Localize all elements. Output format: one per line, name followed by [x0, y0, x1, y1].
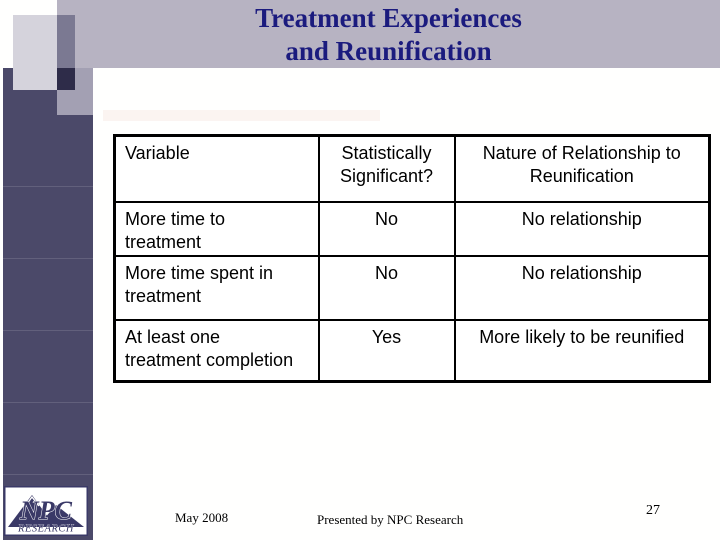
logo-box — [4, 486, 88, 536]
footer-date: May 2008 — [175, 510, 229, 525]
mountain-icon — [8, 495, 55, 527]
cell-significant: Yes — [317, 318, 456, 383]
mountain-icon — [37, 505, 84, 527]
bar-divider — [3, 474, 93, 475]
logo-research-text: RESEARCH — [17, 524, 75, 535]
slide-title-line1: Treatment Experiences — [255, 3, 522, 33]
npc-research-logo: NPC RESEARCH — [4, 486, 88, 536]
deco-square-dark — [57, 68, 75, 90]
title-banner — [57, 0, 720, 68]
cell-nature: No relationship — [453, 200, 711, 257]
cell-variable: At least one treatment completion — [113, 318, 320, 383]
cell-variable: More time to treatment — [113, 200, 320, 257]
slide-title-line2: and Reunification — [285, 36, 492, 66]
table-row: At least one treatment completion Yes Mo… — [113, 318, 711, 383]
deco-square-slate — [57, 15, 75, 68]
header-variable: Variable — [113, 134, 320, 203]
logo-npc-text: NPC — [19, 496, 73, 525]
table-row: More time to treatment No No relationshi… — [113, 200, 711, 257]
bar-divider — [3, 330, 93, 331]
mountain-snow-line — [23, 495, 40, 509]
cell-significant: No — [317, 254, 456, 321]
footer-credit: Presented by NPC Research — [317, 512, 464, 527]
cell-nature: More likely to be reunified — [453, 318, 711, 383]
bar-divider — [3, 402, 93, 403]
cell-variable: More time spent in treatment — [113, 254, 320, 321]
header-nature: Nature of Relationship to Reunification — [453, 134, 711, 203]
cell-significant: No — [317, 200, 456, 257]
left-accent-bar — [3, 68, 93, 540]
header-significant: Statistically Significant? — [317, 134, 456, 203]
faint-highlight-strip — [103, 110, 380, 121]
deco-square-light — [13, 15, 57, 90]
bar-divider — [3, 186, 93, 187]
bar-divider — [3, 258, 93, 259]
table-row: More time spent in treatment No No relat… — [113, 254, 711, 321]
slide-title: Treatment Experiences and Reunification — [57, 2, 720, 68]
page-number: 27 — [646, 503, 660, 518]
table-header-row: Variable Statistically Significant? Natu… — [113, 134, 711, 203]
results-table: Variable Statistically Significant? Natu… — [113, 134, 711, 383]
cell-nature: No relationship — [453, 254, 711, 321]
